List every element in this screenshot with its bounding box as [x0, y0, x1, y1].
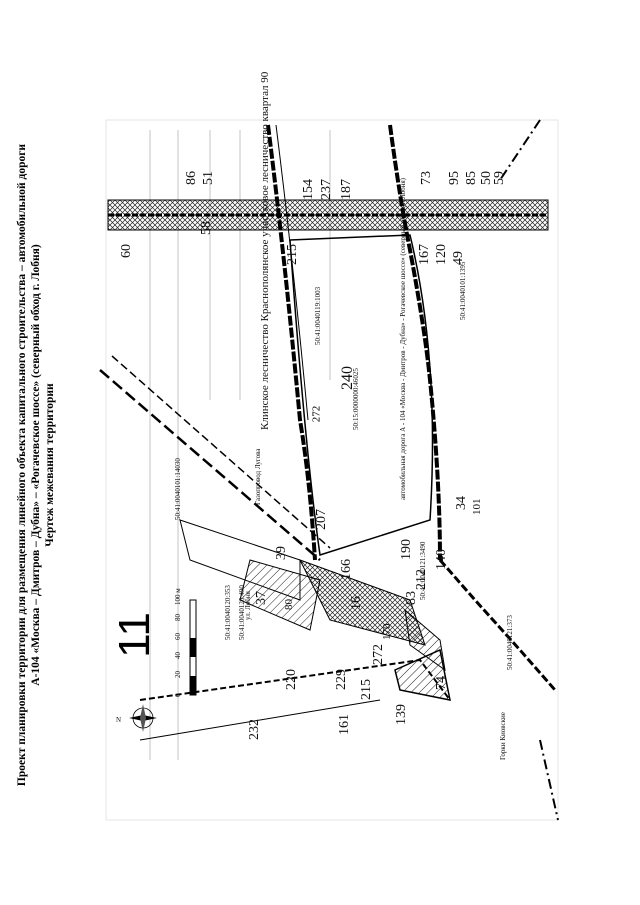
- cadastral-8: 50:41:0040120:490: [238, 585, 246, 640]
- parcel-215-bottom: 215: [359, 679, 374, 700]
- scale-bar: [189, 599, 197, 696]
- parcel-237: 237: [319, 179, 334, 200]
- road-east: [388, 124, 442, 561]
- cadastral-3: 50:41:0040101:1395: [459, 261, 467, 320]
- parcel-74: 74: [434, 676, 449, 690]
- parcel-140: 140: [434, 549, 449, 570]
- parcel-58: 58: [199, 221, 214, 235]
- parcel-154: 154: [301, 179, 316, 200]
- street-lobnya-label: ул. Лобня: [244, 590, 252, 620]
- cadastral-2: 50:41:0040119:1003: [314, 286, 322, 345]
- parcel-50: 50: [479, 171, 494, 185]
- parcel-numbers: 86 51 237 187 154 73 85 95 50 59 60 58 2…: [119, 171, 507, 740]
- parcel-240: [289, 234, 434, 556]
- parcel-73: 73: [419, 171, 434, 185]
- scale-tick-40: 40: [174, 652, 182, 660]
- parcel-60: 60: [119, 244, 134, 258]
- background-lines: [149, 130, 331, 760]
- scale-tick-60: 60: [174, 633, 182, 641]
- parcel-83: 83: [404, 591, 419, 605]
- scale-tick-20: 20: [174, 671, 182, 679]
- parcel-16: 16: [349, 596, 364, 610]
- cadastral-1: 50:41:0040101:14030: [174, 458, 182, 520]
- scale-tick-100: 100 м: [174, 588, 182, 605]
- parcel-207: 207: [314, 509, 329, 530]
- compass-north-label: N: [116, 716, 121, 724]
- parcel-161: 161: [337, 714, 352, 735]
- compass-rose-icon: [129, 704, 157, 732]
- parcel-49: 49: [451, 251, 466, 265]
- parcel-220: 220: [284, 669, 299, 690]
- road-west: [266, 124, 317, 561]
- parcel-51: 51: [201, 171, 216, 185]
- parcel-212: 212: [414, 569, 429, 590]
- scale-tick-80: 80: [174, 614, 182, 622]
- parcel-120: 120: [434, 244, 449, 265]
- road-label: автомобильная дорога А - 104 «Москва - Д…: [399, 177, 407, 500]
- forestry-label: Клинское лесничество Краснополянское уча…: [259, 71, 271, 430]
- parcel-86: 86: [184, 171, 199, 185]
- parcel-59: 59: [492, 171, 507, 185]
- parcel-85: 85: [464, 171, 479, 185]
- parcel-139: 139: [394, 704, 409, 725]
- parcel-167: 167: [417, 244, 432, 265]
- parcel-215-top: 215: [285, 244, 300, 265]
- map-frame: [105, 119, 559, 821]
- cadastral-5: 50:41:0040121:373: [506, 615, 514, 670]
- cadastral-7: 50:41:0040120:353: [224, 585, 232, 640]
- parcel-37: 37: [254, 591, 269, 605]
- parcel-34: 34: [454, 496, 469, 510]
- scale-tick-0: 0: [174, 693, 182, 697]
- parcel-272: 272: [371, 644, 386, 665]
- cadastral-6: 50:15:0000000:46025: [352, 368, 360, 430]
- rail-label: Горки Киовские: [499, 712, 507, 760]
- gasline-label: Газопровод Лугова: [254, 448, 262, 505]
- dash-dot-line: [499, 119, 541, 181]
- parcel-229: 229: [334, 669, 349, 690]
- parcel-95: 95: [447, 171, 462, 185]
- parcel-240: 240: [339, 366, 356, 390]
- dashed-boundary-1: [99, 369, 321, 561]
- road-southeast: [438, 559, 557, 691]
- parcel-190: 190: [399, 539, 414, 560]
- parcel-101: 101: [471, 499, 483, 516]
- parcel-39: 39: [274, 546, 289, 560]
- cadastral-4: 50:41:0040121:3490: [419, 541, 427, 600]
- parcel-170: 170: [381, 623, 393, 640]
- parcel-80: 80: [283, 599, 295, 611]
- scale-bar-ticks: 0 20 40 60 80 100 м: [174, 588, 182, 697]
- parcel-166: 166: [339, 559, 354, 580]
- parcel-187: 187: [339, 179, 354, 200]
- parcel-232: 232: [247, 719, 262, 740]
